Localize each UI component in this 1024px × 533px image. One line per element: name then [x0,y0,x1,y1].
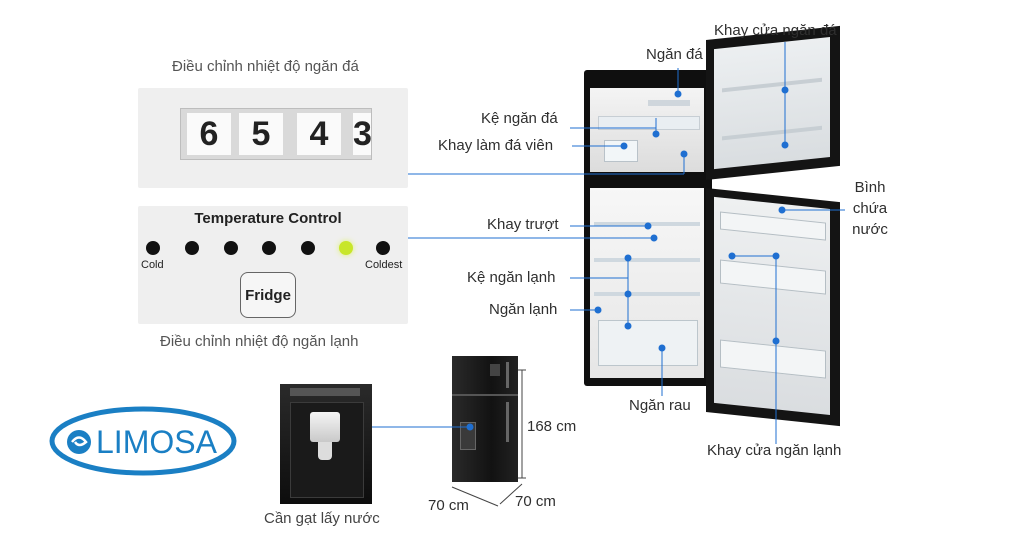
led-level-2 [185,241,199,255]
label-fridge-shelf: Kệ ngăn lạnh [467,269,556,286]
led-level-1 [146,241,160,255]
freezer-dial-panel: 6 5 4 3 [138,88,408,188]
led-level-7 [376,241,390,255]
freezer-handle-small [506,362,509,388]
dispenser-closeup [280,384,372,504]
freezer-door-divider [452,394,518,396]
fridge-control-panel: Temperature Control Cold Coldest Fridge [138,206,408,324]
dial-digit-4[interactable]: 4 [297,113,341,155]
fridge-shelf-2 [594,258,700,262]
label-freezer-shelf: Kệ ngăn đá [481,110,558,127]
dispenser-caption: Cần gạt lấy nước [264,510,380,527]
label-vegetable-drawer: Ngăn rau [629,397,691,414]
fridge-front-small [452,356,518,482]
label-freezer: Ngăn đá [646,46,703,63]
led-level-4 [262,241,276,255]
label-fridge-compartment: Ngăn lạnh [489,301,558,318]
depth-dimension: 70 cm [515,493,556,510]
temperature-control-title: Temperature Control [194,210,342,227]
cold-label: Cold [141,259,164,271]
led-level-6-active [339,241,353,255]
freezer-dial-caption: Điều chỉnh nhiệt độ ngăn đá [172,58,359,75]
dial-digit-6[interactable]: 6 [187,113,231,155]
limosa-logo: LIMOSA [49,406,237,476]
dispenser-top-strip [290,388,360,396]
led-level-5 [301,241,315,255]
freezer-shelf-top [598,116,700,130]
label-water-tank-line3: nước [852,221,888,238]
fridge-shelf-3 [594,292,700,296]
fridge-control-caption: Điều chỉnh nhiệt độ ngăn lạnh [160,333,359,350]
display-small [490,364,500,376]
label-freezer-door-tray: Khay cửa ngăn đá [714,22,837,39]
fridge-interior [590,188,704,378]
label-water-tank-line1: Bình [854,179,886,196]
fridge-button[interactable]: Fridge [240,272,296,318]
height-dimension: 168 cm [527,418,577,435]
label-fridge-door-tray: Khay cửa ngăn lạnh [707,442,842,459]
coldest-label: Coldest [365,259,403,271]
led-level-3 [224,241,238,255]
vegetable-drawer [598,320,698,366]
logo-text: LIMOSA [96,424,218,460]
label-water-tank: Bình chứa nước [848,179,892,239]
width-dimension: 70 cm [428,497,469,514]
water-nozzle [318,442,332,460]
freezer-vent [648,100,690,106]
dial-digit-3[interactable]: 3 [353,113,371,155]
fridge-handle-small [506,402,509,442]
freezer-dial-window: 6 5 4 3 [180,108,372,160]
logo-swirl-icon [67,430,91,454]
dial-digit-5[interactable]: 5 [239,113,283,155]
label-ice-tray: Khay làm đá viên [438,137,554,154]
label-sliding-tray: Khay trượt [487,216,559,233]
label-water-tank-line2: chứa [852,200,888,217]
water-lever[interactable] [310,412,340,442]
